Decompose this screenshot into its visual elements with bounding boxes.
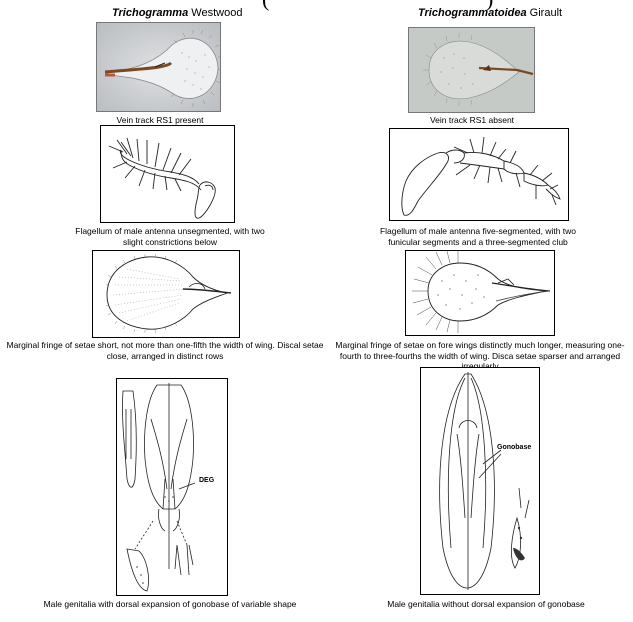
right-genitalia-figure: Gonobase xyxy=(420,367,540,595)
right-caption-2: Flagellum of male antenna five-segmented… xyxy=(368,226,588,247)
right-antenna-figure xyxy=(389,128,569,221)
left-antenna-figure xyxy=(100,125,235,223)
left-wing-photo xyxy=(96,22,221,112)
right-figure-label: Gonobase xyxy=(497,444,531,451)
header-paren-left: ( xyxy=(262,0,269,12)
left-genus: Trichogramma xyxy=(112,7,188,19)
left-caption-2: Flagellum of male antenna unsegmented, w… xyxy=(70,226,270,247)
left-figure-label: DEG xyxy=(199,477,214,484)
left-column-title: Trichogramma Westwood xyxy=(112,7,242,19)
left-forewing-figure xyxy=(92,250,240,338)
left-caption-4: Male genitalia with dorsal expansion of … xyxy=(10,599,330,610)
right-forewing-figure xyxy=(405,250,555,336)
left-author: Westwood xyxy=(191,7,242,19)
left-caption-1: Vein track RS1 present xyxy=(80,115,240,126)
right-caption-4: Male genitalia without dorsal expansion … xyxy=(356,599,616,610)
right-wing-photo xyxy=(408,27,535,113)
right-column-title: Trichogrammatoidea Girault xyxy=(418,7,562,19)
right-caption-1: Vein track RS1 absent xyxy=(390,115,554,126)
right-genus: Trichogrammatoidea xyxy=(418,7,527,19)
left-genitalia-figure: DEG xyxy=(116,378,228,596)
right-author: Girault xyxy=(530,7,562,19)
left-caption-3: Marginal fringe of setae short, not more… xyxy=(5,340,325,361)
